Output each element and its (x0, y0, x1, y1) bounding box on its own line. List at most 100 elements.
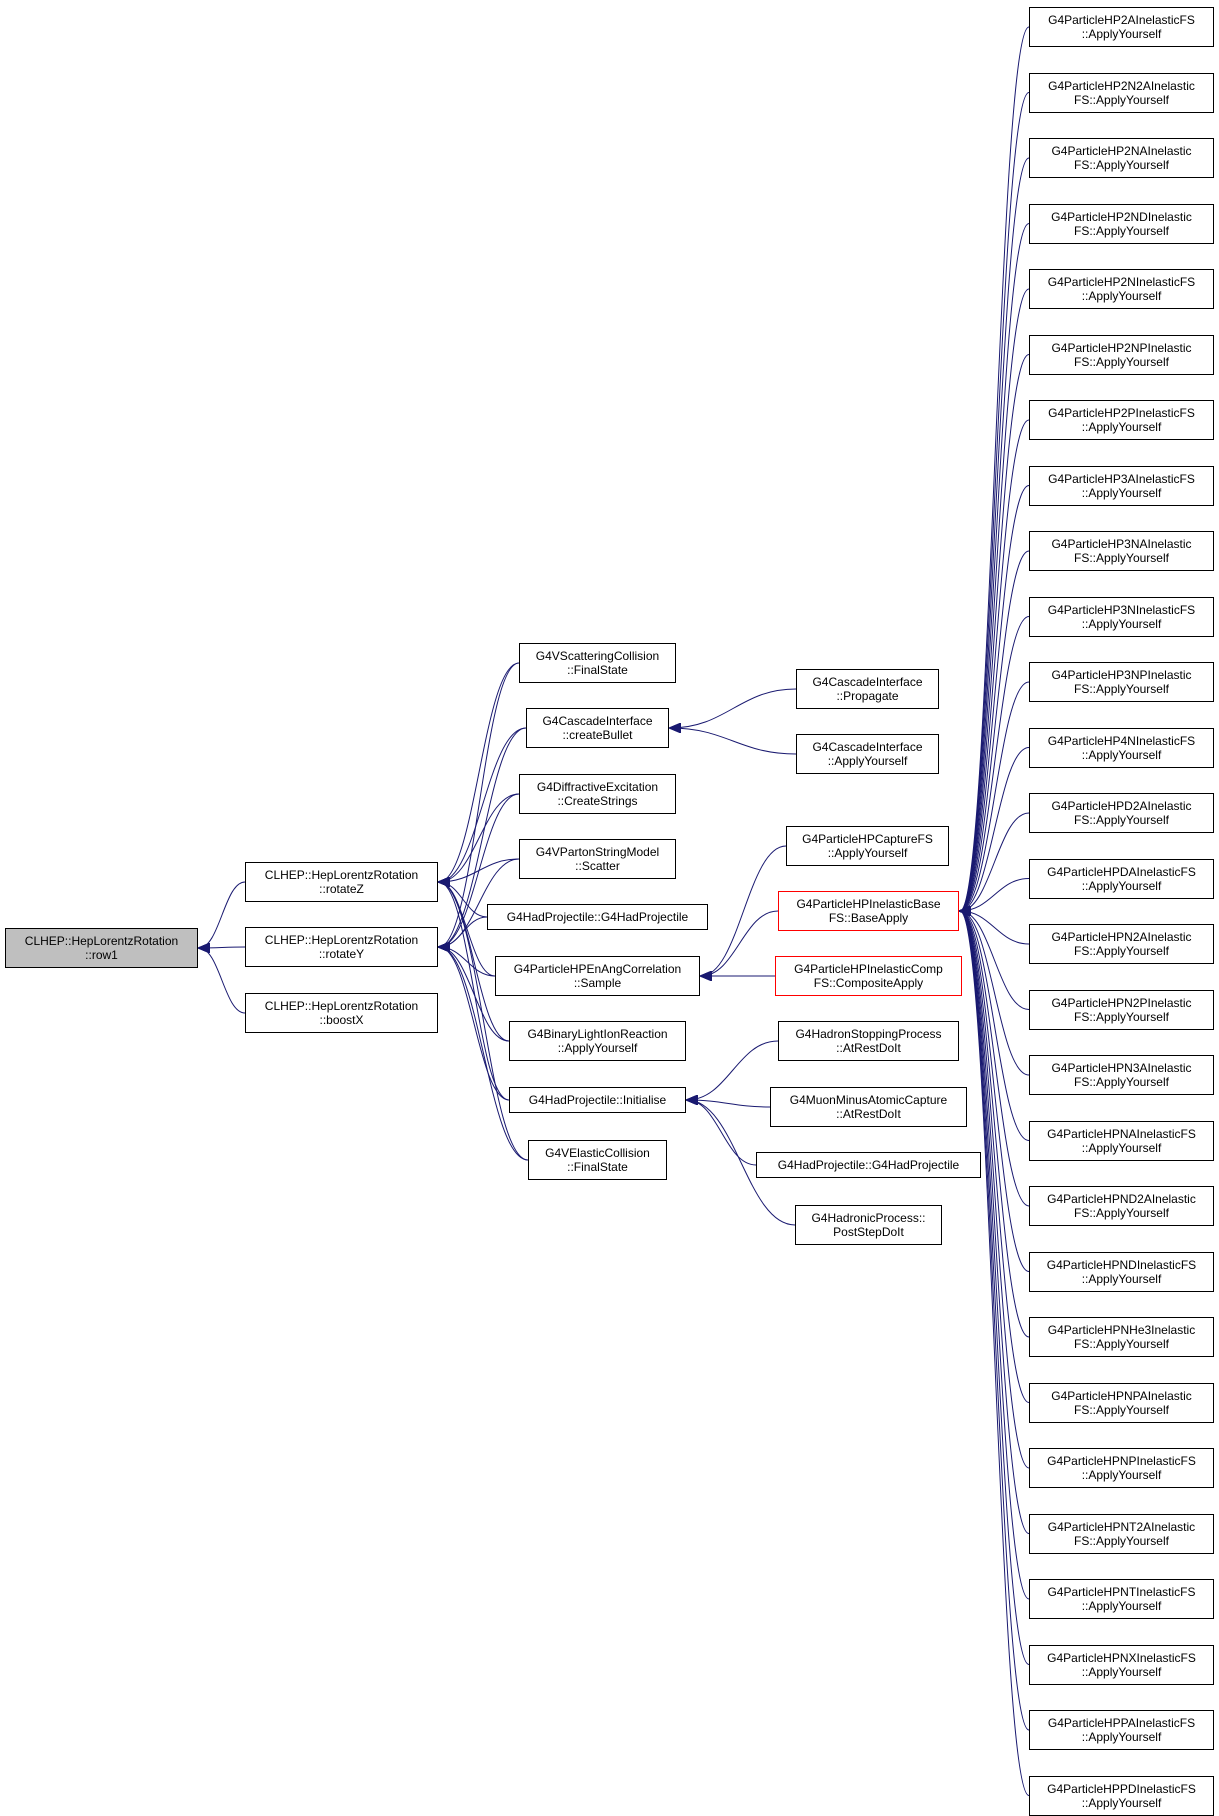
node-label-line: G4ParticleHPN2AInelastic (1051, 930, 1192, 944)
node-label-line: FS::ApplyYourself (1074, 1337, 1169, 1351)
node-label-line: CLHEP::HepLorentzRotation (264, 933, 419, 947)
node-r6[interactable]: G4ParticleHP2PInelasticFS::ApplyYourself (1029, 400, 1214, 440)
edge-hadproj-init-to-rotateZ (439, 882, 510, 1101)
node-label-line: ::ApplyYourself (1081, 616, 1162, 631)
node-r13[interactable]: G4ParticleHPDAInelasticFS::ApplyYourself (1029, 858, 1214, 899)
node-hadproj-init[interactable]: G4HadProjectile::Initialise (509, 1087, 686, 1113)
node-label-line: ::rotateZ (319, 882, 364, 896)
node-label-line: G4ParticleHPNXInelasticFS (1047, 1650, 1196, 1665)
node-capture[interactable]: G4ParticleHPCaptureFS::ApplyYourself (786, 826, 949, 866)
node-vsc-final[interactable]: G4VScatteringCollision::FinalState (519, 643, 676, 683)
edge-vsc-final-to-rotateZ (439, 662, 520, 882)
node-label-line: ::CreateStrings (557, 794, 638, 808)
node-label-line: G4ParticleHPInelasticBase (796, 897, 941, 911)
node-hadproj-ctor2[interactable]: G4HadProjectile::G4HadProjectile (756, 1152, 981, 1178)
node-label-line: G4HadronicProcess:: (811, 1211, 926, 1225)
edge-r21-to-inelbase (960, 911, 1030, 1403)
node-r24[interactable]: G4ParticleHPNTInelasticFS::ApplyYourself (1029, 1579, 1214, 1619)
node-label-line: ::ApplyYourself (1081, 747, 1162, 762)
node-label-line: G4HadProjectile::Initialise (528, 1093, 667, 1107)
node-binlight[interactable]: G4BinaryLightIonReaction::ApplyYourself (509, 1021, 686, 1061)
node-label-line: ::ApplyYourself (1081, 1271, 1162, 1286)
node-hadproj-ctor[interactable]: G4HadProjectile::G4HadProjectile (487, 904, 708, 930)
node-velastic[interactable]: G4VElasticCollision::FinalState (528, 1140, 667, 1180)
node-diff-strings[interactable]: G4DiffractiveExcitation::CreateStrings (519, 774, 676, 814)
node-muonminus[interactable]: G4MuonMinusAtomicCapture::AtRestDoIt (770, 1087, 967, 1127)
node-hadstop[interactable]: G4HadronStoppingProcess::AtRestDoIt (778, 1021, 959, 1061)
node-label-line: FS::ApplyYourself (1074, 1402, 1169, 1417)
edge-r19-to-inelbase (960, 911, 1030, 1272)
node-label-line: G4ParticleHPNHe3Inelastic (1047, 1323, 1196, 1337)
node-r17[interactable]: G4ParticleHPNAInelasticFS::ApplyYourself (1029, 1120, 1214, 1161)
node-r26[interactable]: G4ParticleHPPAInelasticFS::ApplyYourself (1029, 1710, 1214, 1750)
node-label-line: PostStepDoIt (833, 1225, 904, 1239)
node-vparton[interactable]: G4VPartonStringModel::Scatter (519, 839, 676, 879)
node-label-line: FS::ApplyYourself (1074, 158, 1169, 172)
edge-r6-to-inelbase (960, 419, 1030, 911)
node-casc-bullet[interactable]: G4CascadeInterface::createBullet (526, 708, 669, 748)
node-r19[interactable]: G4ParticleHPNDInelasticFS::ApplyYourself (1029, 1251, 1214, 1292)
node-enang[interactable]: G4ParticleHPEnAngCorrelation::Sample (495, 956, 700, 996)
node-label-line: G4ParticleHPPAInelasticFS (1047, 1716, 1196, 1730)
node-casc-apply[interactable]: G4CascadeInterface::ApplyYourself (796, 734, 939, 774)
node-label-line: G4ParticleHPCaptureFS (802, 832, 933, 846)
node-label-line: ::Propagate (836, 689, 899, 703)
node-label-line: ::FinalState (567, 1160, 628, 1174)
edge-r24-to-inelbase (960, 911, 1030, 1600)
node-label-line: G4ParticleHP3NInelasticFS (1047, 602, 1196, 617)
node-row1[interactable]: CLHEP::HepLorentzRotation::row1 (5, 928, 198, 968)
node-boostX[interactable]: CLHEP::HepLorentzRotation::boostX (245, 993, 438, 1033)
node-label-line: G4HadProjectile::G4HadProjectile (506, 910, 689, 924)
node-label-line: G4VScatteringCollision (535, 649, 660, 663)
node-hadronic[interactable]: G4HadronicProcess::PostStepDoIt (795, 1205, 942, 1245)
node-r22[interactable]: G4ParticleHPNPInelasticFS::ApplyYourself (1029, 1448, 1214, 1488)
node-label-line: FS::ApplyYourself (1074, 682, 1169, 696)
edge-r8-to-inelbase (960, 550, 1030, 911)
edge-casc-apply-to-casc-bullet (670, 728, 797, 755)
node-label-line: CLHEP::HepLorentzRotation (264, 868, 419, 882)
node-r27[interactable]: G4ParticleHPPDInelasticFS::ApplyYourself (1029, 1775, 1214, 1816)
node-r7[interactable]: G4ParticleHP3AInelasticFS::ApplyYourself (1029, 465, 1214, 506)
node-label-line: G4ParticleHPNT2AInelastic (1047, 1519, 1196, 1534)
node-label-line: G4ParticleHPD2AInelastic (1051, 799, 1192, 813)
node-label-line: CLHEP::HepLorentzRotation (24, 934, 179, 948)
edge-r2-to-inelbase (960, 157, 1030, 911)
edge-r5-to-inelbase (960, 354, 1030, 912)
node-r25[interactable]: G4ParticleHPNXInelasticFS::ApplyYourself (1029, 1644, 1214, 1685)
node-r0[interactable]: G4ParticleHP2AInelasticFS::ApplyYourself (1029, 7, 1214, 47)
node-label-line: G4ParticleHPInelasticComp (794, 962, 943, 976)
edge-r22-to-inelbase (960, 911, 1030, 1469)
node-r9[interactable]: G4ParticleHP3NInelasticFS::ApplyYourself (1029, 596, 1214, 637)
edge-diff-strings-to-rotateZ (439, 793, 520, 882)
node-label-line: ::row1 (85, 948, 118, 962)
node-label-line: ::AtRestDoIt (836, 1041, 901, 1055)
node-label-line: ::ApplyYourself (1081, 485, 1162, 500)
node-rotateY[interactable]: CLHEP::HepLorentzRotation::rotateY (245, 927, 438, 967)
node-label-line: G4ParticleHP4NInelasticFS (1047, 733, 1196, 748)
node-r4[interactable]: G4ParticleHP2NInelasticFS::ApplyYourself (1029, 269, 1214, 309)
node-rotateZ[interactable]: CLHEP::HepLorentzRotation::rotateZ (245, 862, 438, 902)
node-r11[interactable]: G4ParticleHP4NInelasticFS::ApplyYourself (1029, 727, 1214, 768)
node-label-line: ::AtRestDoIt (836, 1107, 901, 1121)
edge-velastic-to-rotateZ (439, 882, 529, 1161)
node-label-line: ::Scatter (575, 859, 620, 873)
node-label-line: ::rotateY (318, 947, 365, 961)
node-casc-prop[interactable]: G4CascadeInterface::Propagate (796, 669, 939, 709)
